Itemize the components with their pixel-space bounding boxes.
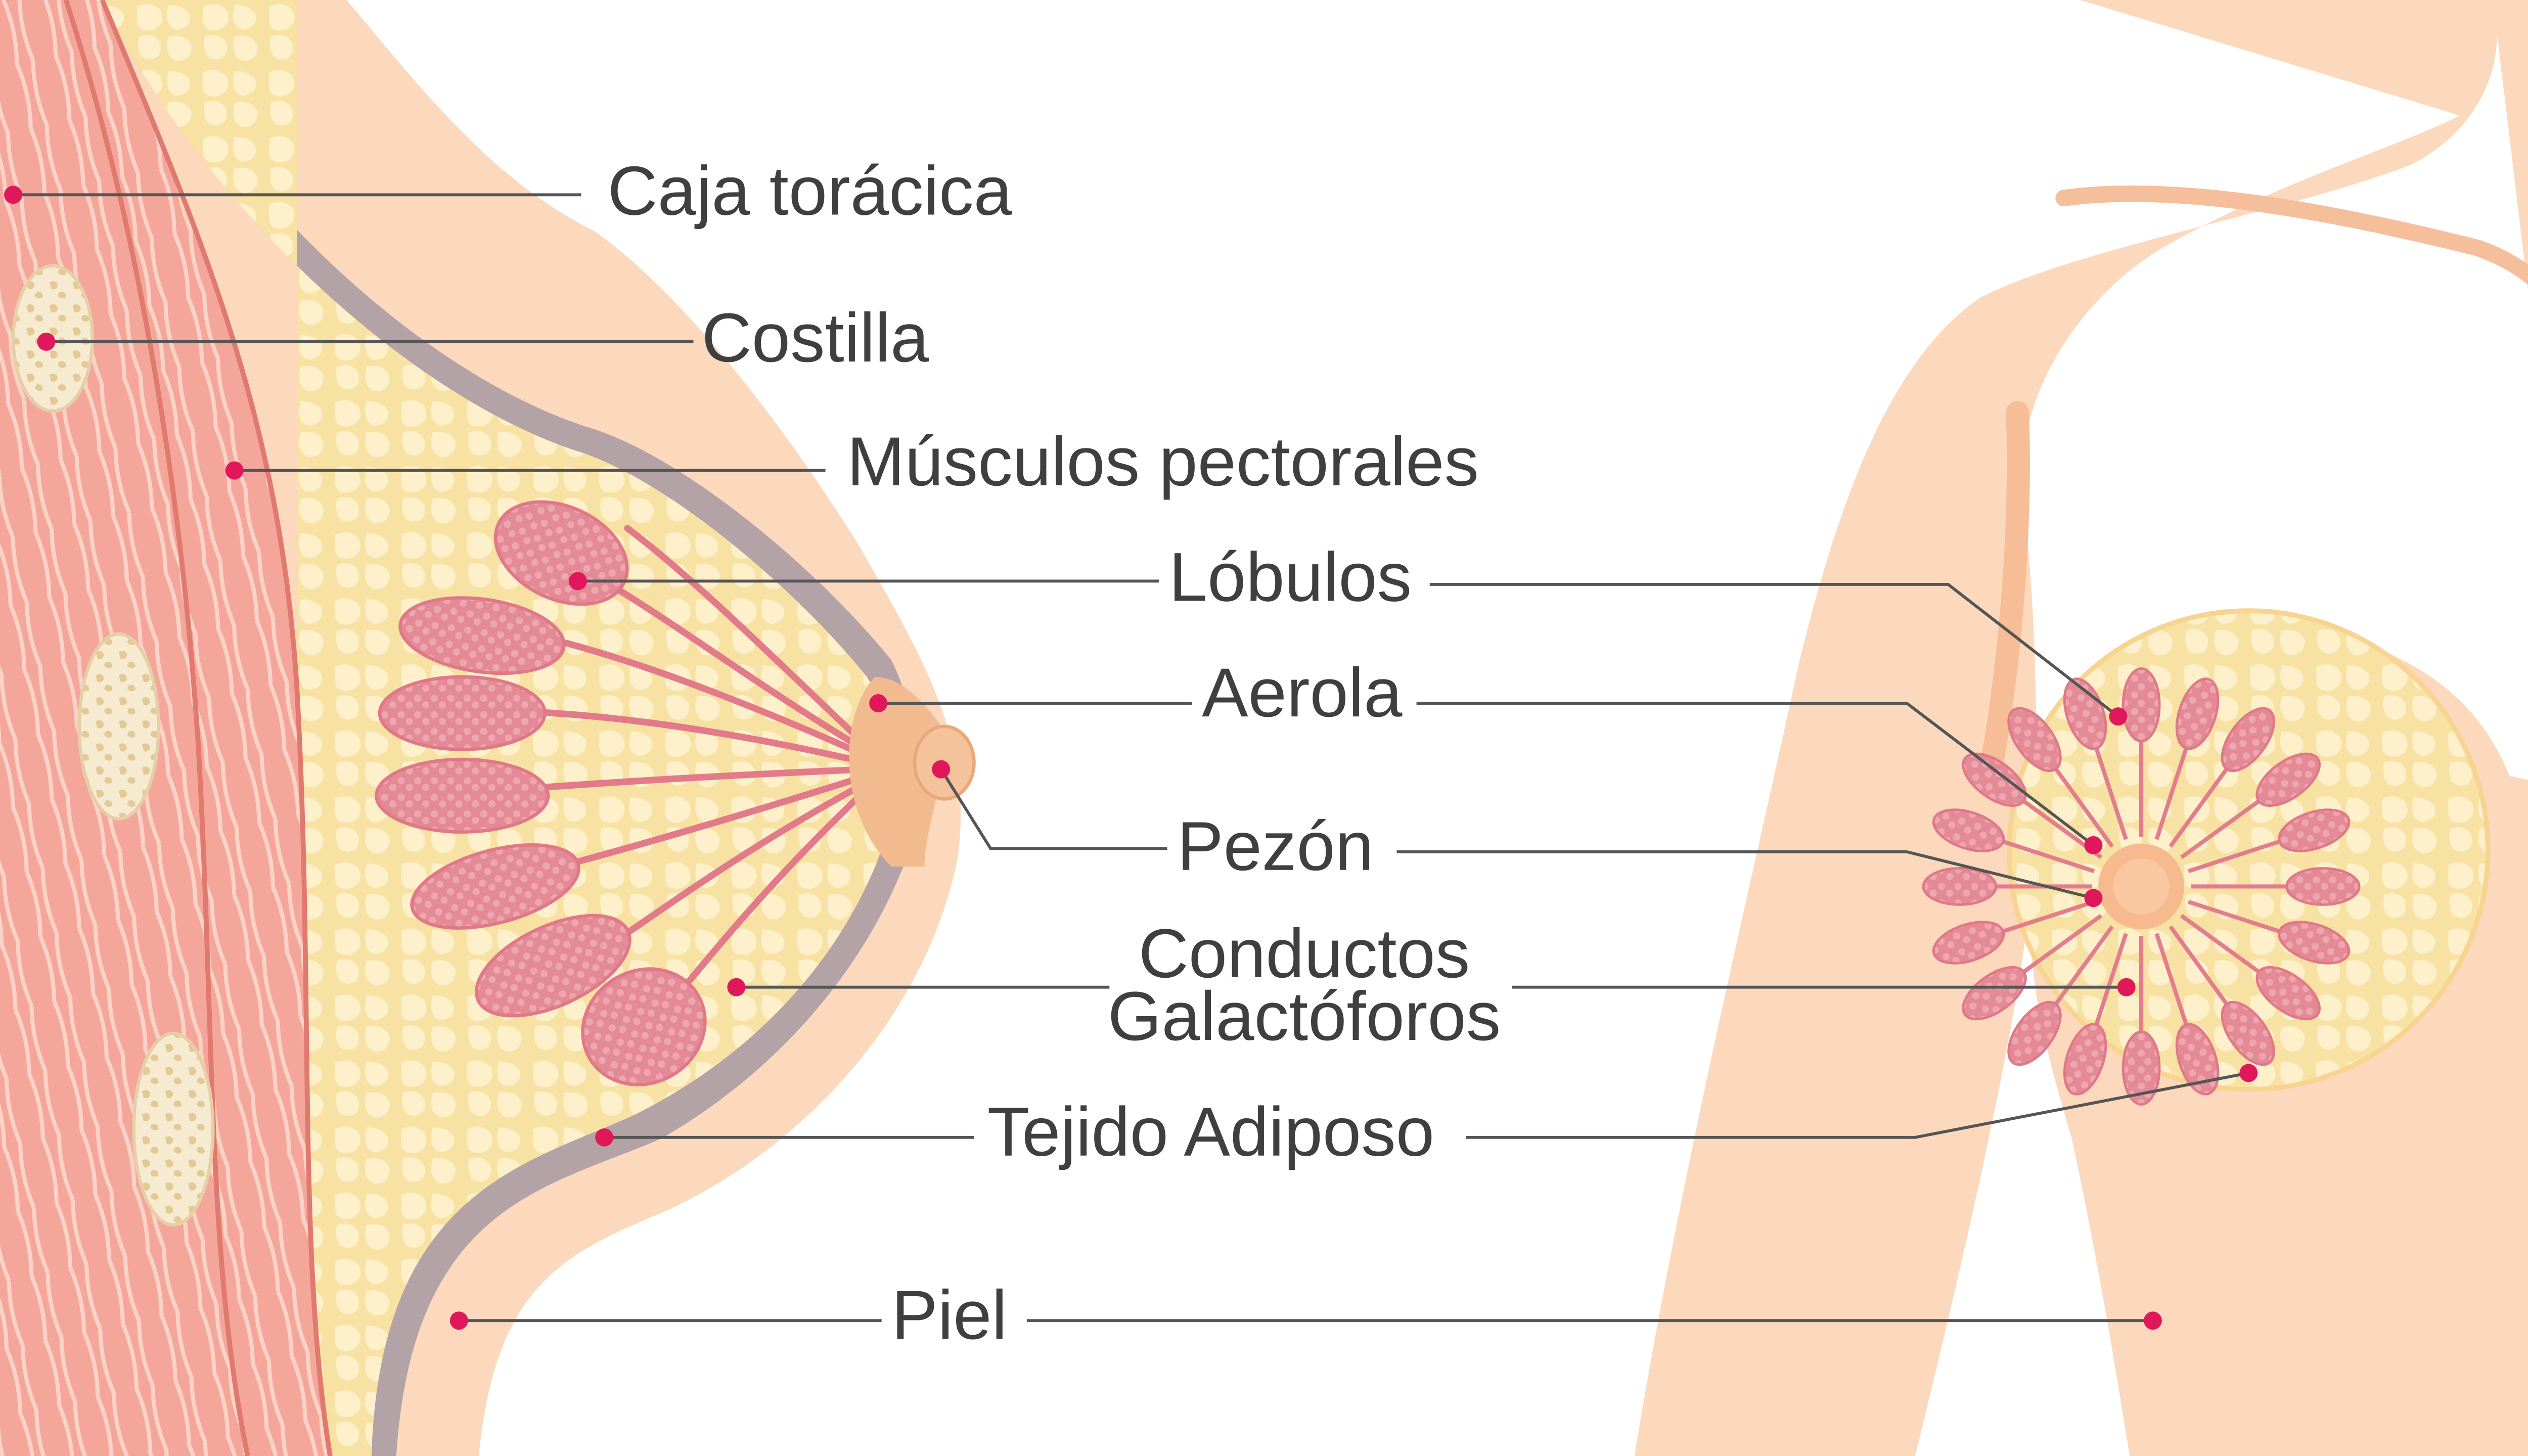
dot-aerola-right bbox=[2084, 836, 2102, 854]
dot-adiposo-right bbox=[2239, 1064, 2258, 1082]
leader-pezon-left bbox=[941, 769, 1167, 849]
dot-caja-toracica bbox=[4, 186, 22, 204]
dot-lobulos-left bbox=[569, 572, 587, 590]
label-tejido-adiposo: Tejido Adiposo bbox=[987, 1094, 1434, 1171]
dot-pezon-right bbox=[2084, 889, 2102, 907]
label-lobulos: Lóbulos bbox=[1169, 539, 1412, 616]
label-aerola: Aerola bbox=[1202, 654, 1403, 732]
dot-pezon-left bbox=[932, 760, 950, 779]
dot-costilla bbox=[37, 333, 55, 351]
rib-bone bbox=[79, 634, 159, 819]
dot-piel-left bbox=[450, 1311, 468, 1330]
label-conductos-line2: Galactóforos bbox=[1108, 978, 1501, 1055]
dot-musculos bbox=[225, 462, 244, 480]
radial-lobule bbox=[2286, 869, 2359, 905]
label-musculos-pectorales: Músculos pectorales bbox=[847, 423, 1479, 500]
frontal-nipple bbox=[2113, 858, 2170, 915]
dot-piel-right bbox=[2144, 1311, 2162, 1330]
label-piel: Piel bbox=[891, 1277, 1007, 1354]
dot-lobulos-right bbox=[2109, 707, 2127, 725]
dot-conductos-right bbox=[2117, 978, 2136, 996]
dot-adiposo-left bbox=[595, 1128, 613, 1147]
label-pezon: Pezón bbox=[1177, 808, 1374, 885]
label-costilla: Costilla bbox=[702, 299, 929, 377]
radial-lobule bbox=[2123, 668, 2159, 741]
frontal-view-illustration bbox=[1635, 0, 2528, 1456]
dot-aerola-left bbox=[869, 694, 887, 712]
rib-bone bbox=[133, 1033, 213, 1225]
radial-lobule bbox=[1923, 869, 1996, 905]
dot-conductos-left bbox=[727, 978, 745, 996]
label-caja-toracica: Caja torácica bbox=[608, 152, 1013, 230]
